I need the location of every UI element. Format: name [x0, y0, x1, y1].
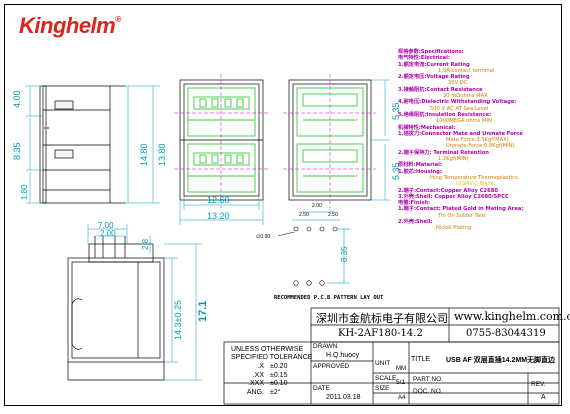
dim-front-w1: 12.60 — [207, 195, 230, 205]
drawn-value: H.Q.huocy — [326, 352, 360, 359]
tolerance-row: .XXX±0.10 — [248, 380, 288, 387]
spec-line: 5.绝缘阻抗:Insulation Resistance: — [398, 111, 492, 118]
dim-pin-pitch: 2.00 — [312, 203, 322, 209]
right-view-dims — [371, 79, 390, 201]
spec-line: 3.接触阻抗:Contact Resistance — [398, 86, 483, 93]
dim-pin-span-right: 2.50 — [328, 212, 338, 218]
dim-pin-span-left: 2.50 — [299, 212, 309, 218]
title-label: TITLE — [411, 356, 431, 363]
spec-value: Hing Temperature Thermoplastics, — [430, 174, 520, 181]
spec-line: 电气特性:Electrical: — [398, 55, 450, 62]
spec-line: 3.外壳:Shell: Copper Alloy C2680/SPCC — [398, 193, 509, 200]
spec-line: 电镀:Finish: — [398, 200, 431, 207]
company-name: 深圳市金航标电子有限公司 — [316, 312, 448, 325]
size-value: A4 — [398, 395, 406, 401]
tolerance-table: .X±0.20 .XX±0.15 .XXX±0.10 ANG.±2° — [236, 363, 288, 397]
spec-value: 1.2Kgf(MIN) — [438, 156, 469, 163]
part-code: KH-2AF180-14.2 — [338, 328, 423, 339]
pcb-pattern — [277, 211, 350, 286]
spec-line: 2.端子:Contact:Copper Alloy C2680 — [398, 187, 498, 194]
pcb-pattern-label: RECOMMENDED P.C.B PATTERN LAY OUT — [274, 295, 384, 301]
front-view-centerlines — [174, 74, 268, 208]
bottom-view-dims — [87, 224, 202, 381]
specifications-list: 规格参数:Specifications: 电气特性:Electrical: 1.… — [398, 49, 523, 232]
spec-line: 4.耐电压:Dielectric Withstanding Voltage: — [398, 99, 517, 106]
unit-value: MM — [396, 366, 406, 372]
spec-line: 原材料:Material: — [398, 162, 442, 169]
spec-value: Nickel Plating — [436, 225, 472, 232]
dim-bottom-pitch: 2.00 — [100, 229, 116, 238]
drawn-label: DRAWN — [313, 343, 338, 350]
date-label: DATE — [313, 385, 330, 392]
bottom-view — [67, 236, 165, 381]
approved-label: APPROVED — [313, 363, 350, 370]
scale-value: 5/1 — [396, 379, 406, 386]
spec-line: 规格参数:Specifications: — [398, 49, 464, 55]
spec-line: 1.端子:Contact: Plated Gold in Mating Area… — [398, 206, 524, 213]
dim-front-w2: 13.20 — [207, 211, 230, 221]
tolerance-row: .XX±0.15 — [252, 371, 288, 379]
part-no-label: PART NO. — [413, 376, 443, 383]
tolerance-row: ANG.±2° — [246, 388, 281, 396]
spec-value: 500 V AC AT Sea Level — [430, 105, 489, 112]
spec-value: Tin On Solder Tails — [438, 212, 486, 219]
rev-value: A — [541, 394, 546, 401]
front-view — [179, 79, 264, 201]
spec-value: 1000MEGA ohms MIN — [436, 118, 492, 125]
spec-line: 1.胶芯:Housing: — [398, 168, 442, 175]
spec-value: 1.5A/contact terminal — [438, 67, 495, 74]
spec-line: 2.额定电压:Voltage Rating — [398, 74, 470, 81]
side-view-dims — [26, 85, 160, 204]
spec-line: 1.额定电流:Current Rating — [398, 61, 470, 68]
spec-value: 30V DC — [448, 80, 468, 87]
doc-no-label: DOC. NO. — [413, 388, 443, 395]
brand-logo: Kinghelm® — [19, 13, 121, 38]
tolerance-header: UNLESS OTHERWISE SPECIFIED TOLERANCE — [231, 346, 313, 361]
dim-hole-dia: ∅0.90 — [256, 234, 271, 240]
dim-bottom-w: 7.00 — [98, 221, 114, 230]
unit-label: UNIT — [375, 360, 391, 367]
date-value: 2011.03.18 — [326, 394, 361, 401]
front-view-ports — [187, 87, 256, 193]
company-phone: 0755-83044319 — [466, 328, 546, 339]
size-label: SIZE — [375, 385, 390, 392]
side-view-top — [39, 85, 126, 204]
spec-line: 1.插拔力:Connector Mate and Unmate Force — [398, 130, 523, 137]
right-view-centerlines — [283, 74, 376, 208]
spec-value: Mate Force:3.5Kgf(MAX) — [446, 137, 509, 144]
company-website: www.kinghelm.com.cn — [454, 310, 570, 323]
spec-line: 2.端子保持力: Terminal Retention — [398, 149, 490, 156]
spec-value: 30 mΩohms MAX — [443, 93, 488, 100]
spec-line: 2.外壳:Shell: — [398, 219, 433, 226]
title-value: USB AF 双层直插14.2MM无脚直边 — [446, 357, 556, 364]
spec-line: 机械特性:Mechanical: — [398, 124, 456, 131]
spec-value: Unmate Force:0.8Kgf(MIN) — [446, 143, 515, 150]
rev-label: REV. — [531, 381, 546, 388]
front-view-dims — [179, 196, 264, 225]
tolerance-row: .X±0.20 — [257, 363, 288, 370]
spec-value: UL94V-0 Black — [456, 181, 494, 188]
drawing-border — [4, 4, 562, 406]
scale-label: SCALE — [375, 375, 397, 382]
